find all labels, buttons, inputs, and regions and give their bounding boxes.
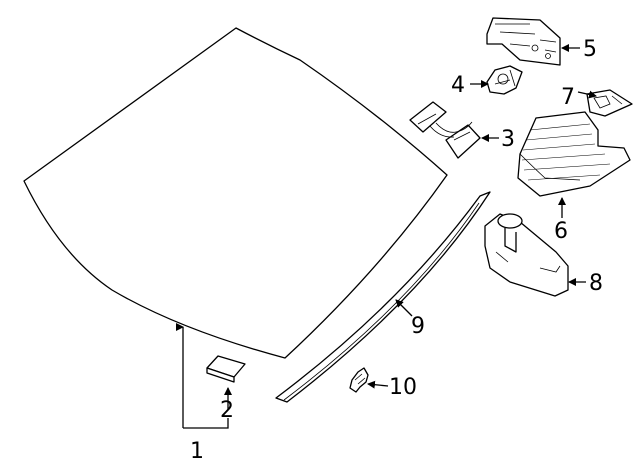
callout-6: 6 xyxy=(554,219,568,244)
rain-sensor xyxy=(486,65,523,95)
mirror-cover xyxy=(517,111,631,197)
callout-10: 10 xyxy=(389,375,417,400)
clip xyxy=(349,367,369,393)
windshield-glass xyxy=(23,27,448,359)
callout-3: 3 xyxy=(501,127,515,152)
callout-4: 4 xyxy=(451,73,465,98)
callout-9: 9 xyxy=(411,314,425,339)
small-cover xyxy=(586,89,633,117)
callout-2: 2 xyxy=(220,398,234,423)
callout-8: 8 xyxy=(589,271,603,296)
mirror-mount xyxy=(484,213,569,297)
callout-1: 1 xyxy=(190,439,204,464)
callout-5: 5 xyxy=(583,37,597,62)
spacer-block xyxy=(206,355,246,383)
callout-7: 7 xyxy=(561,85,575,110)
mount-bracket xyxy=(486,17,561,66)
leader-lines xyxy=(182,44,597,429)
wiring-harness xyxy=(409,101,481,159)
